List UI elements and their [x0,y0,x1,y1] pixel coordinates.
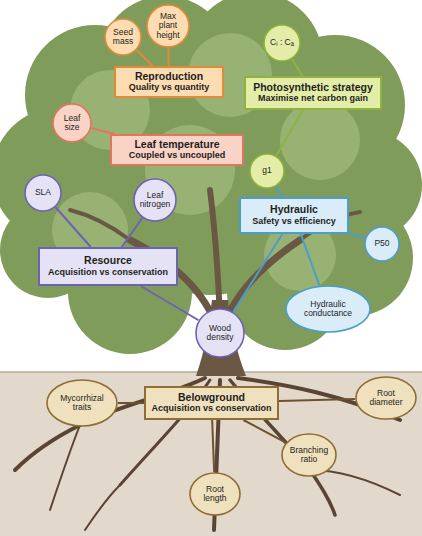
node-title: Resource [84,255,132,267]
node-ellipse [196,309,244,357]
node-title: Root length [194,485,237,504]
node-ellipse [25,175,61,211]
connector-line [212,420,214,472]
connector-line [349,233,365,238]
node-ellipse [282,434,336,476]
node-ellipse [134,179,176,221]
roots [15,378,400,530]
connector-line [137,50,153,66]
canopy [0,0,422,354]
trait-circle: g1 [249,153,285,189]
node-ellipse [47,380,117,426]
connector-line [301,234,320,285]
strategy-box: Leaf temperatureCoupled vs uncoupled [110,134,244,166]
node-subtitle: Coupled vs uncoupled [129,151,226,161]
connector-line [141,286,199,320]
trait-circle: SLA [24,174,62,212]
root [85,485,120,530]
canopy-highlight-lobe [280,100,360,180]
connector-line [279,399,355,401]
trait-circle: Leaf nitrogen [133,178,177,222]
strategy-box: ReproductionQuality vs quantity [114,66,224,98]
connector-line [276,110,303,155]
node-ellipse [53,104,91,142]
connector-line [243,420,285,443]
trait-circle: Leaf size [52,103,92,143]
node-ellipse [365,227,399,261]
node-title: SLA [35,188,51,197]
node-title: Photosynthetic strategy [253,82,373,94]
node-ellipse [286,286,370,332]
trait-circle: Max plant height [146,4,190,48]
node-title: P50 [374,239,389,248]
node-title: Belowground [178,392,245,404]
node-ellipse [264,25,300,61]
node-subtitle: Maximise net carbon gain [258,94,368,104]
node-title: Cᵢ : Cₐ [270,38,294,47]
node-title: Mycorrhizal traits [52,394,111,413]
node-ellipse [105,19,141,55]
node-title: Leaf nitrogen [137,191,173,210]
connector-line [122,218,143,247]
node-subtitle: Acquisition vs conservation [48,268,168,278]
trait-circle: Cᵢ : Cₐ [263,24,301,62]
root [310,470,400,495]
trait-circle: Mycorrhizal traits [46,379,118,427]
connector-line [276,186,282,197]
trait-circle: Root diameter [355,376,417,420]
branch [70,210,130,240]
node-subtitle: Quality vs quantity [129,83,210,93]
node-ellipse [190,473,240,515]
node-ellipse [147,5,189,47]
connector-line [167,48,169,66]
connector-line [292,59,302,76]
connector-line [118,402,144,404]
node-subtitle: Acquisition vs conservation [151,404,271,414]
node-subtitle: Safety vs efficiency [252,217,336,227]
node-title: Hydraulic [270,204,318,216]
node-title: Branching ratio [286,446,332,465]
ground [0,372,422,536]
trait-circle: Wood density [195,308,245,358]
strategy-box: ResourceAcquisition vs conservation [38,247,178,286]
node-title: Max plant height [150,12,186,40]
node-title: Wood density [200,324,241,343]
trunk [196,300,246,376]
strategy-box: Photosynthetic strategyMaximise net carb… [244,76,382,110]
connector-line [56,207,91,247]
trait-circle: Hydraulic conductance [285,285,371,333]
node-ellipse [250,154,284,188]
node-title: g1 [262,166,271,175]
trait-circle: Branching ratio [281,433,337,477]
node-title: Reproduction [135,71,203,83]
strategy-box: BelowgroundAcquisition vs conservation [144,386,279,420]
node-title: Hydraulic conductance [293,300,364,319]
trait-circle: Seed mass [104,18,142,56]
trait-circle: Root length [189,472,241,516]
node-title: Leaf size [56,114,89,133]
trait-circle: P50 [364,226,400,262]
connector-line [233,234,282,312]
node-title: Leaf temperature [134,139,219,151]
node-ellipse [356,377,416,419]
root [50,425,80,510]
node-title: Root diameter [361,389,412,408]
strategy-box: HydraulicSafety vs efficiency [239,197,349,234]
node-title: Seed mass [107,28,138,47]
